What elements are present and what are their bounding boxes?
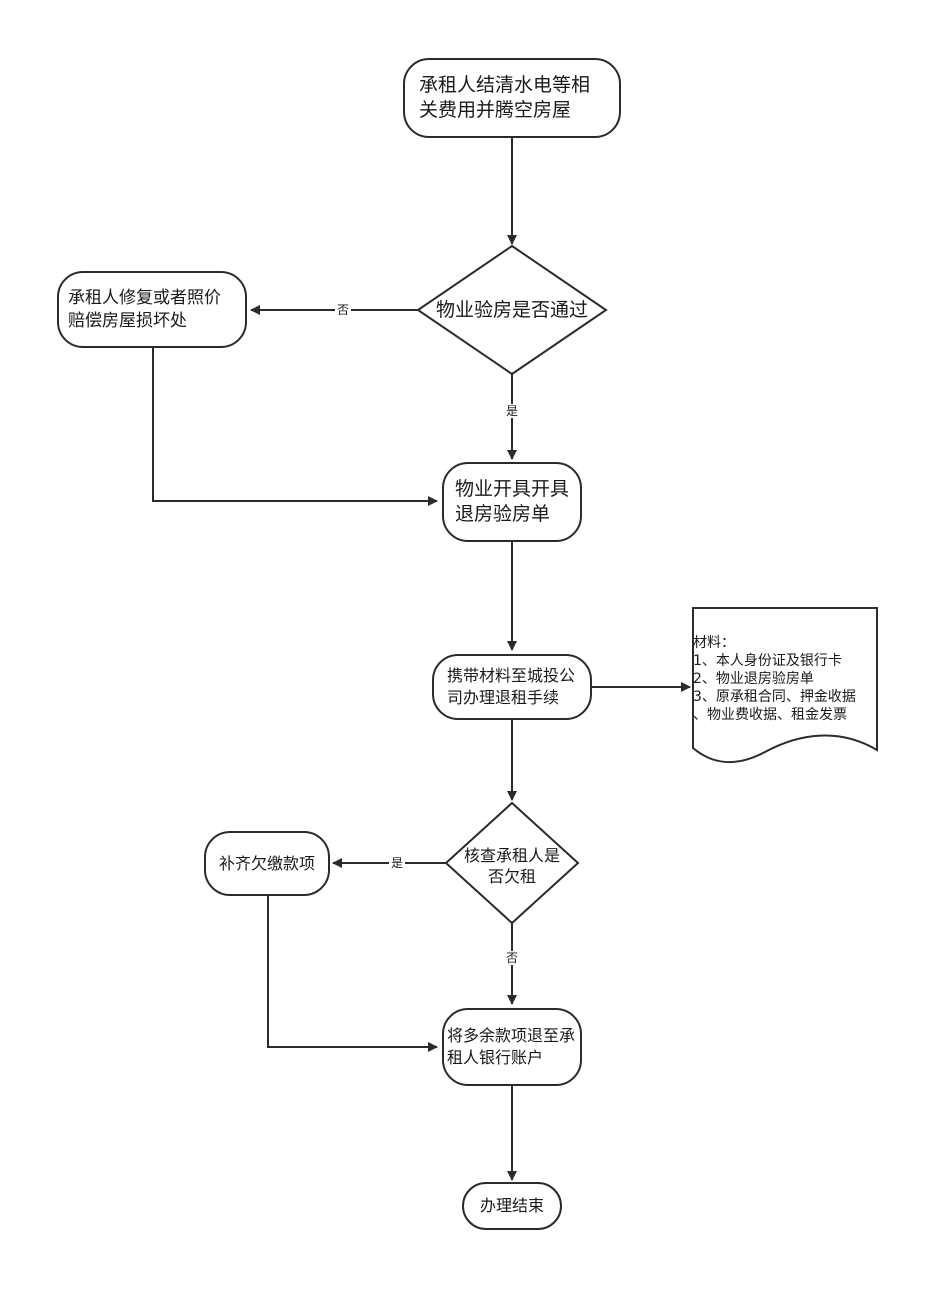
inspect-diamond	[416, 244, 608, 376]
materials-item-4: 、物业费收据、租金发票	[693, 707, 847, 723]
edge-label-rent-yes: 是	[389, 856, 406, 870]
materials-text: 材料： 1、本人身份证及银行卡 2、物业退房验房单 3、原承租合同、押金收据 、…	[693, 634, 856, 724]
node-start: 承租人结清水电等相关费用并腾空房屋	[403, 58, 621, 138]
node-bring: 携带材料至城投公司办理退租手续	[432, 654, 592, 720]
node-inspect-label: 物业验房是否通过	[435, 299, 588, 321]
node-start-label: 承租人结清水电等相关费用并腾空房屋	[419, 74, 591, 121]
node-refund-label: 将多余款项退至承租人银行账户	[447, 1026, 576, 1067]
edge-pay-to-refund	[267, 896, 438, 1052]
materials-item-1: 1、本人身份证及银行卡	[693, 653, 842, 669]
node-check-rent-label: 核查承租人是否欠租	[463, 846, 560, 886]
node-end: 办理结束	[462, 1182, 562, 1230]
node-issue: 物业开具开具退房验房单	[442, 462, 582, 542]
node-bring-label: 携带材料至城投公司办理退租手续	[447, 666, 576, 707]
edge-label-inspect-no: 否	[335, 303, 352, 317]
edge-label-inspect-yes: 是	[504, 404, 521, 418]
node-repair: 承租人修复或者照价赔偿房屋损坏处	[57, 271, 247, 348]
node-end-label: 办理结束	[479, 1196, 544, 1215]
node-repair-label: 承租人修复或者照价赔偿房屋损坏处	[68, 287, 221, 331]
materials-item-3: 3、原承租合同、押金收据	[693, 689, 856, 705]
node-pay-arrears: 补齐欠缴款项	[204, 831, 330, 896]
materials-item-2: 2、物业退房验房单	[693, 671, 814, 687]
node-pay-arrears-label: 补齐欠缴款项	[218, 853, 315, 873]
edge-repair-to-issue	[152, 348, 438, 506]
materials-document-shape	[692, 607, 878, 764]
edge-label-rent-no: 否	[504, 951, 521, 965]
check-rent-diamond	[444, 801, 580, 925]
node-refund: 将多余款项退至承租人银行账户	[442, 1008, 582, 1086]
node-issue-label: 物业开具开具退房验房单	[455, 478, 570, 525]
materials-title: 材料：	[693, 635, 735, 651]
